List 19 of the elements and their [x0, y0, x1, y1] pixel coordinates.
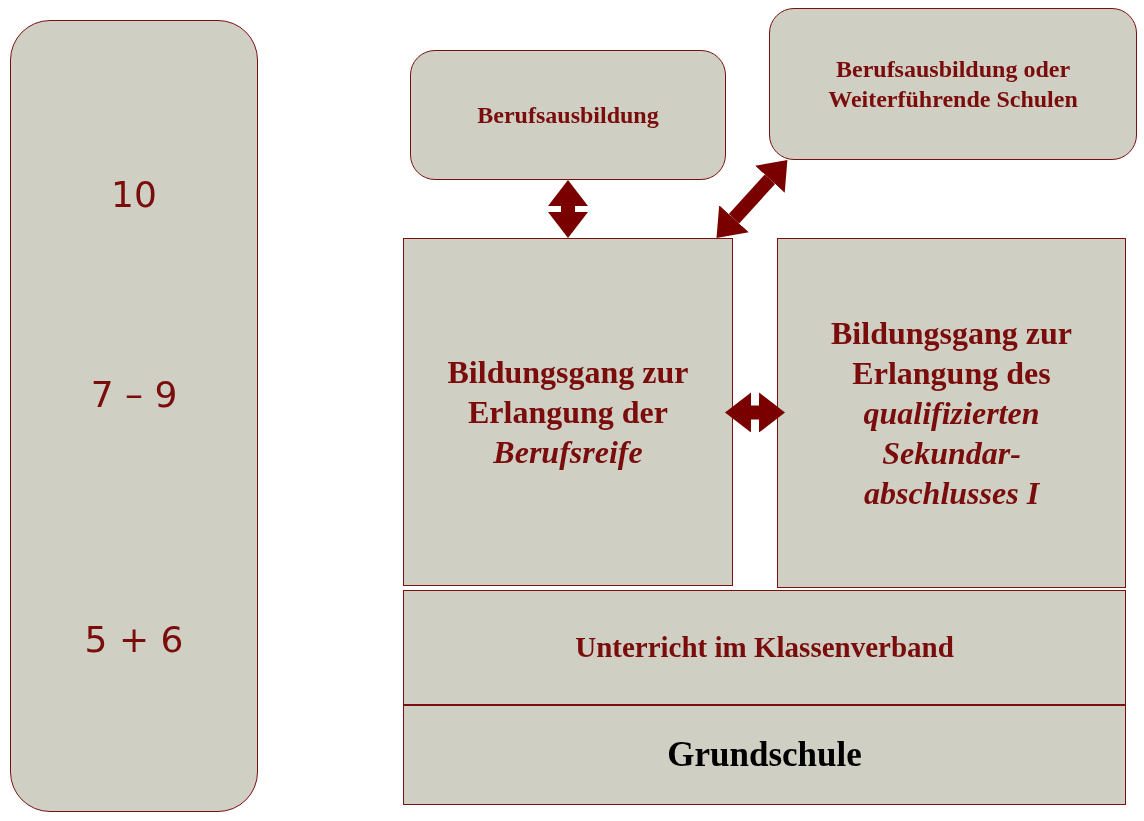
double-arrow [725, 392, 785, 433]
rounded-box [769, 8, 1137, 160]
grade-label: 7 – 9 [89, 374, 179, 415]
double-arrow [716, 160, 788, 238]
rounded-box [410, 50, 726, 180]
box-text: Berufsausbildung oder Weiterführende Schulen [827, 55, 1079, 114]
grade-panel [10, 20, 258, 812]
level-band [403, 590, 1126, 705]
level-band [403, 705, 1126, 805]
school-track-box [777, 238, 1126, 588]
box-text: Unterricht im Klassenverband [575, 630, 954, 666]
grade-label: 10 [110, 174, 158, 215]
box-text: Grundschule [667, 734, 862, 777]
double-arrow [548, 180, 588, 238]
box-text: Bildungsgang zur Erlangung der Berufsreife [446, 353, 690, 472]
school-track-box [403, 238, 733, 586]
grade-label: 5 + 6 [83, 619, 185, 660]
box-text: Berufsausbildung [477, 101, 659, 130]
box-text: Bildungsgang zur Erlangung des qualifizierten Sekundar- abschlusses I [830, 314, 1073, 513]
